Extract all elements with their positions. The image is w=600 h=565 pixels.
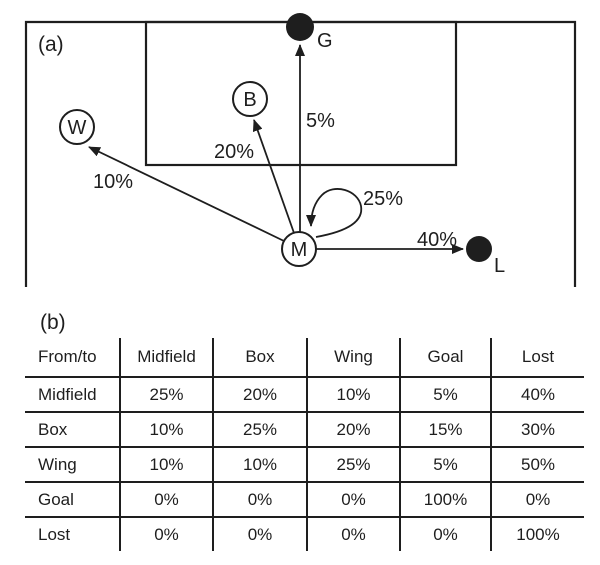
cell-midfield-midfield: 25% (120, 377, 214, 413)
cell-midfield-goal: 5% (400, 377, 492, 413)
cell-midfield-wing: 10% (307, 377, 401, 413)
cell-wing-wing: 25% (307, 447, 401, 483)
table-row-wing: Wing 10% 10% 25% 5% 50% (25, 447, 584, 483)
col-header-lost: Lost (491, 338, 584, 378)
cell-lost-midfield: 0% (120, 517, 214, 551)
edge-midfield-to-box-arrow (252, 119, 295, 234)
cell-box-wing: 20% (307, 412, 401, 448)
cell-goal-wing: 0% (307, 482, 401, 518)
edge-midfield-to-box-label: 20% (214, 141, 254, 163)
node-lost (466, 236, 492, 262)
edge-midfield-to-wing-label: 10% (93, 171, 133, 193)
table-row-box: Box 10% 25% 20% 15% 30% (25, 412, 584, 448)
col-header-midfield: Midfield (120, 338, 214, 378)
row-header-lost: Lost (25, 517, 121, 551)
cell-goal-lost: 0% (491, 482, 584, 518)
pitch-diagram: (a) 5% 20% 10% 25% 40% B W M G L (24, 13, 577, 287)
node-midfield-letter: M (291, 239, 308, 261)
transition-matrix-table: From/to Midfield Box Wing Goal Lost Midf… (25, 338, 584, 551)
cell-midfield-lost: 40% (491, 377, 584, 413)
edge-midfield-self-loop-arrow (306, 188, 363, 238)
cell-box-midfield: 10% (120, 412, 214, 448)
table-row-goal: Goal 0% 0% 0% 100% 0% (25, 482, 584, 518)
cell-lost-goal: 0% (400, 517, 492, 551)
edge-midfield-to-wing-arrow (88, 146, 285, 242)
edge-midfield-self-label: 25% (363, 188, 403, 210)
node-wing-letter: W (68, 117, 87, 139)
node-goal (286, 13, 314, 41)
cell-box-box: 25% (213, 412, 308, 448)
cell-box-goal: 15% (400, 412, 492, 448)
edge-midfield-to-goal-label: 5% (306, 110, 335, 132)
table-row-lost: Lost 0% 0% 0% 0% 100% (25, 517, 584, 551)
node-lost-letter: L (494, 255, 505, 277)
row-header-goal: Goal (25, 482, 121, 518)
cell-lost-wing: 0% (307, 517, 401, 551)
node-box-letter: B (243, 89, 256, 111)
col-header-goal: Goal (400, 338, 492, 378)
node-midfield (281, 231, 317, 267)
node-wing (59, 109, 95, 145)
cell-midfield-box: 20% (213, 377, 308, 413)
panel-a-label: (a) (38, 33, 64, 56)
row-header-box: Box (25, 412, 121, 448)
row-header-wing: Wing (25, 447, 121, 483)
node-box (232, 81, 268, 117)
table-row-midfield: Midfield 25% 20% 10% 5% 40% (25, 377, 584, 413)
cell-wing-lost: 50% (491, 447, 584, 483)
col-header-from-to: From/to (25, 338, 121, 378)
cell-goal-midfield: 0% (120, 482, 214, 518)
row-header-midfield: Midfield (25, 377, 121, 413)
col-header-box: Box (213, 338, 308, 378)
cell-wing-box: 10% (213, 447, 308, 483)
cell-goal-box: 0% (213, 482, 308, 518)
cell-lost-box: 0% (213, 517, 308, 551)
cell-lost-lost: 100% (516, 524, 560, 544)
cell-box-lost: 30% (491, 412, 584, 448)
cell-wing-goal: 5% (400, 447, 492, 483)
penalty-box-outline (144, 20, 458, 167)
table-header-row: From/to Midfield Box Wing Goal Lost (25, 338, 584, 378)
edge-midfield-to-lost-label: 40% (417, 229, 457, 251)
node-goal-letter: G (317, 30, 333, 52)
cell-wing-midfield: 10% (120, 447, 214, 483)
cell-goal-goal: 100% (400, 482, 492, 518)
panel-b-label: (b) (40, 311, 66, 334)
col-header-wing: Wing (307, 338, 401, 378)
